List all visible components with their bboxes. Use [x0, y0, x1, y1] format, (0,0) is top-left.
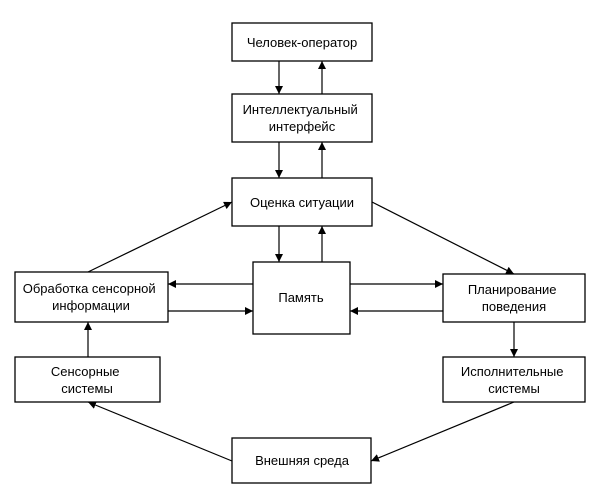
node-executive-systems-line-1: Исполнительные	[461, 364, 564, 379]
svg-text:Сенсорные системы: Сенсорные системы	[51, 364, 123, 396]
edges-layer	[84, 61, 518, 462]
node-environment: Внешняя среда	[231, 437, 372, 484]
node-planning-line-2: поведения	[482, 299, 546, 314]
node-sensor-processing: Обработка сенсорной информации	[14, 271, 169, 323]
node-sensor-systems: Сенсорные системы	[14, 356, 161, 403]
node-memory: Память	[252, 261, 351, 335]
edge-executive-to-environment	[370, 401, 515, 462]
edge-environment-to-sensor-systems	[87, 401, 233, 462]
node-interface: Интеллектуальный интерфейс	[231, 93, 373, 143]
svg-text:Оценка ситуации: Оценка ситуации	[250, 195, 354, 210]
edge-assessment-to-planning	[371, 201, 515, 275]
node-planning: Планирование поведения	[442, 273, 586, 323]
node-executive-systems: Исполнительные системы	[442, 356, 586, 403]
svg-text:Исполнительные системы: Исполнительные системы	[461, 364, 567, 396]
node-sensor-systems-line-2: системы	[61, 381, 113, 396]
svg-text:Интеллектуальный интер: Интеллектуальный интерфейс	[243, 102, 362, 134]
node-environment-line-1: Внешняя среда	[255, 453, 350, 468]
edge-sensor-processing-to-assessment	[87, 201, 233, 273]
node-operator-line-1: Человек-оператор	[247, 35, 357, 50]
svg-text:Планирование поведения: Планирование поведения	[468, 282, 560, 314]
svg-text:Память: Память	[278, 290, 324, 305]
node-interface-line-1: Интеллектуальный	[243, 102, 358, 117]
node-planning-line-1: Планирование	[468, 282, 557, 297]
svg-text:Внешняя среда: Внешняя среда	[255, 453, 350, 468]
svg-text:Обработка сенсорной ин: Обработка сенсорной информации	[23, 281, 160, 313]
node-interface-line-2: интерфейс	[269, 119, 336, 134]
node-assessment: Оценка ситуации	[231, 177, 373, 227]
node-sensor-systems-line-1: Сенсорные	[51, 364, 120, 379]
node-operator: Человек-оператор	[231, 22, 373, 62]
node-sensor-processing-line-1: Обработка сенсорной	[23, 281, 156, 296]
nodes-layer: Человек-оператор Интеллектуальный интерф…	[14, 22, 586, 484]
svg-text:Человек-оператор: Человек-оператор	[247, 35, 357, 50]
node-assessment-line-1: Оценка ситуации	[250, 195, 354, 210]
node-memory-line-1: Память	[278, 290, 324, 305]
node-executive-systems-line-2: системы	[488, 381, 540, 396]
node-sensor-processing-line-2: информации	[52, 298, 130, 313]
